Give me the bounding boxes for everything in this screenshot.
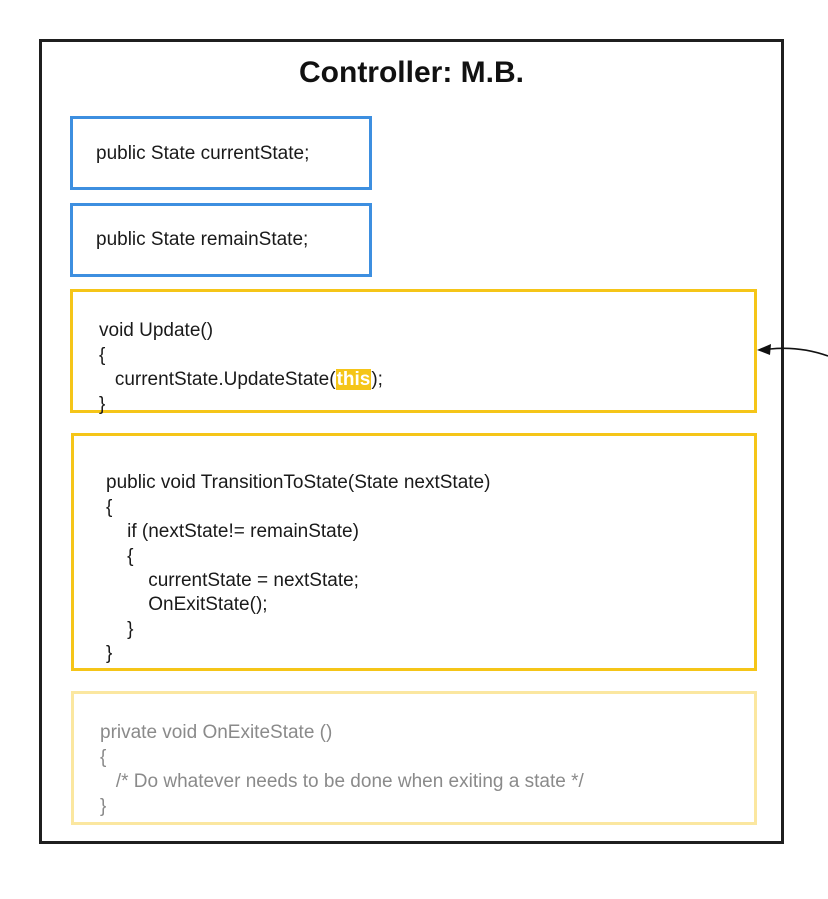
code-line: } bbox=[106, 643, 113, 665]
transition-method-box bbox=[71, 433, 757, 671]
arrowhead-icon bbox=[757, 344, 771, 355]
code-line: currentState.UpdateState(this); bbox=[99, 368, 383, 392]
update-method-code: void Update(){ currentState.UpdateState(… bbox=[99, 295, 383, 441]
update-method-box bbox=[70, 289, 757, 413]
code-line: OnExitState(); bbox=[106, 594, 268, 616]
exit-method-code: private void OnExiteState (){ /* Do what… bbox=[100, 697, 584, 843]
field-box-current-state bbox=[70, 116, 372, 190]
code-line: public void TransitionToState(State next… bbox=[106, 472, 491, 494]
code-line: { bbox=[99, 344, 106, 366]
code-line: if (nextState!= remainState) bbox=[106, 521, 359, 543]
code-line: { bbox=[106, 545, 134, 567]
code-line: } bbox=[100, 795, 107, 817]
code-text: ); bbox=[371, 369, 383, 391]
this-keyword-highlight: this bbox=[335, 369, 372, 391]
class-title: Controller: M.B. bbox=[299, 56, 524, 89]
transition-method-code: public void TransitionToState(State next… bbox=[106, 447, 490, 691]
code-line: { bbox=[106, 496, 113, 518]
controller-class-box bbox=[39, 39, 784, 844]
code-text: currentState.UpdateState( bbox=[99, 369, 336, 391]
code-line: { bbox=[100, 746, 107, 768]
code-line: currentState = nextState; bbox=[106, 570, 359, 592]
field-current-state: public State currentState; bbox=[96, 143, 310, 164]
field-remain-state: public State remainState; bbox=[96, 229, 309, 250]
code-line: /* Do whatever needs to be done when exi… bbox=[100, 771, 584, 793]
code-line: } bbox=[99, 393, 106, 415]
code-line: void Update() bbox=[99, 320, 214, 342]
code-line: } bbox=[106, 618, 134, 640]
field-box-remain-state bbox=[70, 203, 372, 277]
exit-method-box bbox=[71, 691, 757, 825]
code-line: private void OnExiteState () bbox=[100, 722, 333, 744]
